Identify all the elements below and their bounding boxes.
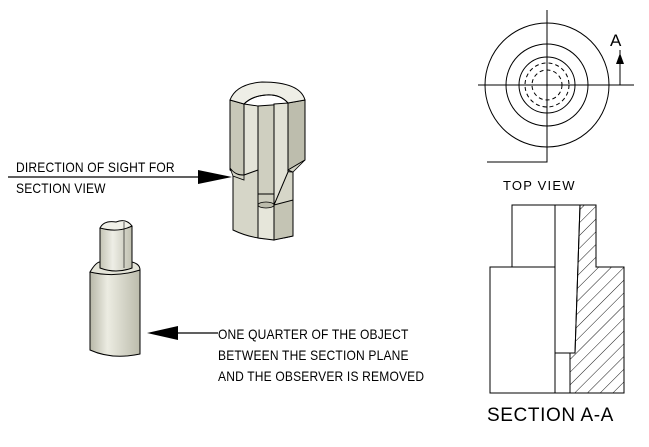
cutting-plane-arrow-icon — [616, 53, 624, 64]
cutting-plane-letter: A — [610, 31, 622, 50]
removed-quarter-arrow — [147, 326, 218, 340]
sectioned-object-3d — [229, 81, 306, 241]
section-title-label: SECTION A-A — [487, 405, 614, 426]
removed-quarter-3d — [89, 220, 141, 357]
quarter-label-line2: BETWEEN THE SECTION PLANE — [218, 347, 409, 363]
top-view — [478, 10, 634, 163]
direction-label-line2: SECTION VIEW — [16, 180, 106, 196]
section-a-a — [489, 204, 625, 394]
direction-label-line1: DIRECTION OF SIGHT FOR — [16, 159, 175, 175]
quarter-label-line1: ONE QUARTER OF THE OBJECT — [218, 326, 409, 342]
quarter-label-line3: AND THE OBSERVER IS REMOVED — [218, 368, 425, 384]
top-view-label: TOP VIEW — [503, 178, 576, 193]
direction-of-sight-arrow — [8, 170, 232, 184]
